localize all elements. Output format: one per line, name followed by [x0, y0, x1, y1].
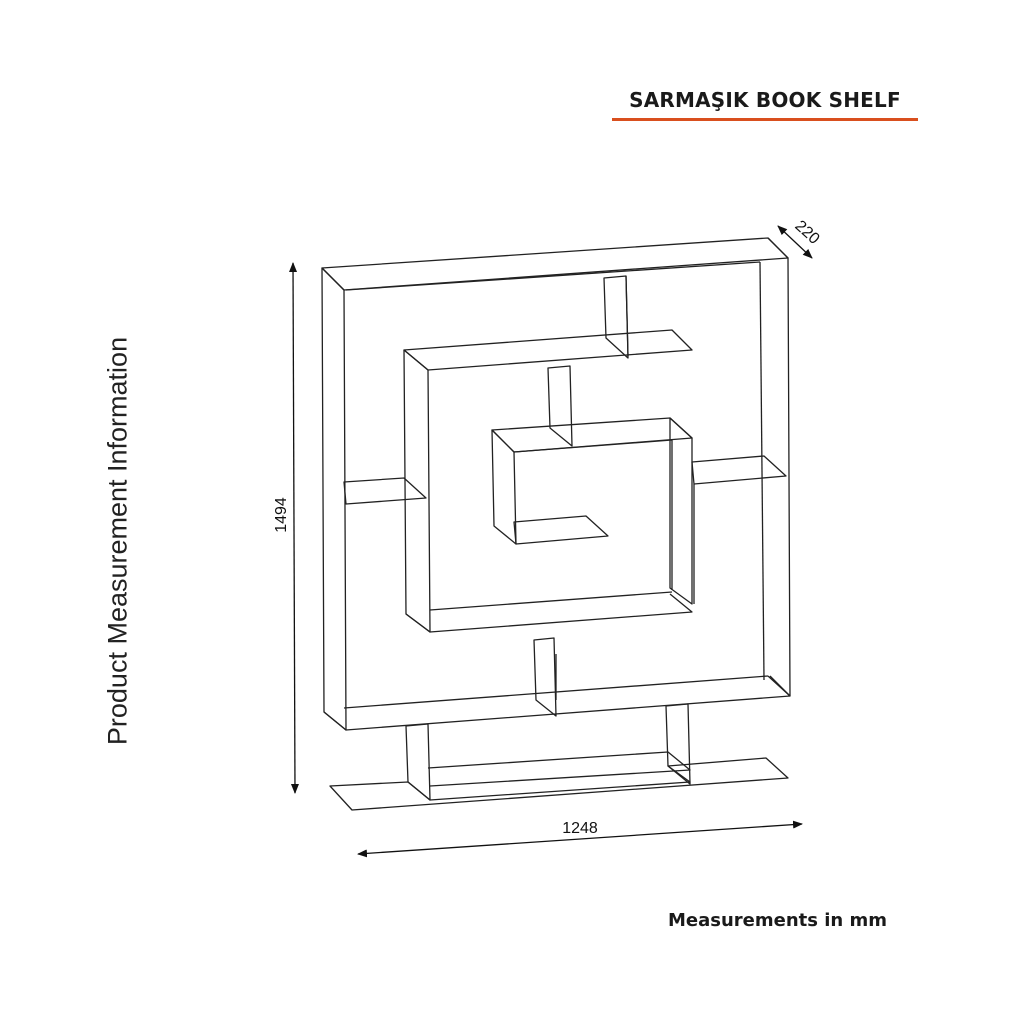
- bookshelf-outline: [321, 237, 791, 811]
- width-dimension-line: [357, 820, 803, 858]
- height-dimension-label: 1494: [273, 497, 290, 533]
- title-underline: [612, 118, 918, 121]
- units-note: Measurements in mm: [668, 910, 888, 931]
- width-dimension-label: 1248: [562, 820, 598, 837]
- height-dimension-line: [289, 262, 299, 794]
- product-title: SARMAŞIK BOOK SHELF: [629, 88, 901, 112]
- depth-dimension-line: [777, 225, 813, 259]
